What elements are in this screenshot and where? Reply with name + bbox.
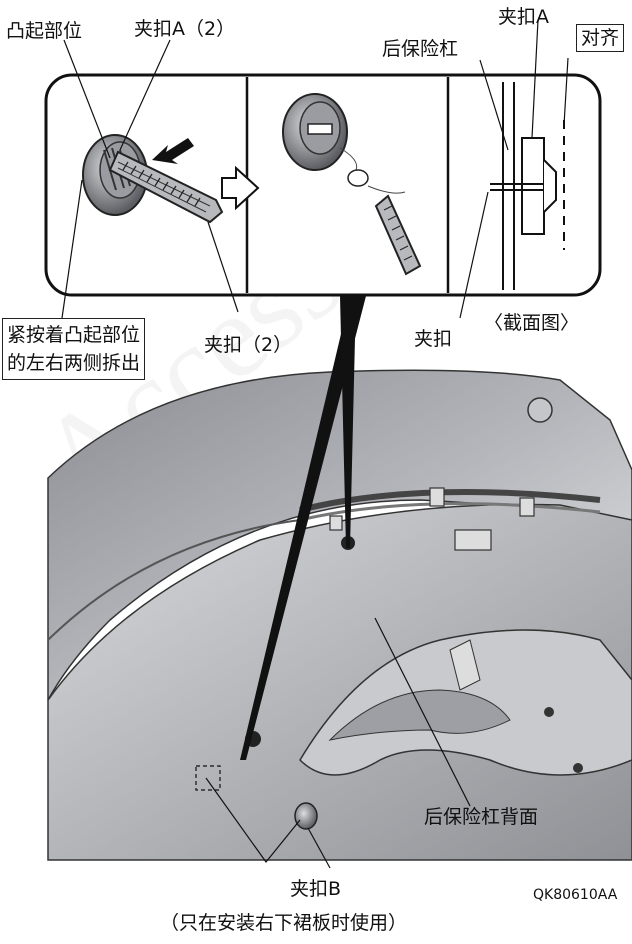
cross-section-label: 〈截面图〉	[484, 312, 580, 334]
next-step-arrow-icon	[221, 165, 260, 211]
align-label: 对齐	[576, 24, 625, 52]
clip-a-removal-illustration	[82, 134, 224, 224]
rear-bumper-illustration	[47, 369, 632, 861]
clip-b-label: 夹扣B	[290, 878, 342, 900]
clip-b-note: （只在安装右下裙板时使用）	[160, 912, 408, 934]
press-note-line1: 紧按着凸起部位	[7, 324, 141, 346]
clip-label: 夹扣	[414, 328, 453, 350]
clip-a-2-label: 夹扣A（2）	[134, 18, 236, 40]
inset-panel	[44, 73, 602, 297]
leader-lines-top	[61, 19, 569, 319]
figure-code: QK80610AA	[533, 887, 618, 903]
clip-a-label: 夹扣A	[498, 6, 549, 28]
leader-lines-bottom	[205, 617, 471, 869]
clip-2-label: 夹扣（2）	[204, 334, 293, 356]
press-note-box: 紧按着凸起部位 的左右两侧拆出	[2, 318, 146, 380]
cross-section-illustration	[490, 82, 565, 290]
rear-bumper-label: 后保险杠	[382, 38, 459, 60]
inset-pointer-lines	[240, 296, 366, 760]
press-note-line2: 的左右两侧拆出	[7, 352, 141, 374]
raised-part-label: 凸起部位	[6, 20, 83, 42]
bumper-back-label: 后保险杠背面	[424, 806, 539, 828]
clip-2-removed-illustration	[282, 93, 422, 276]
